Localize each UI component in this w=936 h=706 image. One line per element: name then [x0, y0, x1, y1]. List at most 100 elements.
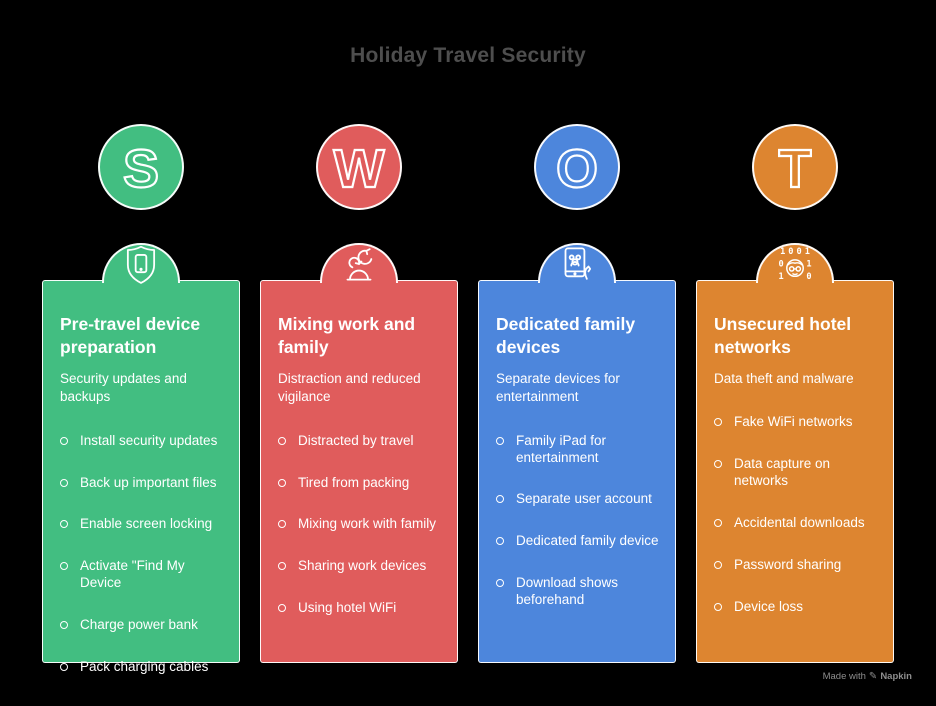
list-item-label: Tired from packing [298, 474, 410, 490]
bullet-ring-icon [60, 562, 68, 571]
opportunities-card-bump [538, 243, 616, 283]
letter-badge-s: S [98, 124, 184, 210]
svg-text:T: T [779, 139, 812, 199]
bullet-ring-icon [278, 604, 286, 613]
bullet-ring-icon [60, 520, 68, 529]
svg-text:1: 1 [805, 247, 810, 257]
list-item: Download shows beforehand [496, 575, 661, 609]
bullet-ring-icon [496, 579, 504, 588]
letter-o-outline: O [555, 138, 599, 200]
card-heading: Pre-travel device preparation [60, 314, 201, 358]
card-heading: Mixing work and family [278, 314, 416, 358]
strengths-card-bump [102, 243, 180, 284]
svg-text:1: 1 [780, 247, 785, 257]
bullet-ring-icon [714, 418, 722, 427]
card-subheading: Separate devices for entertainment [496, 371, 620, 405]
list-item: Tired from packing [278, 475, 443, 492]
card-heading: Unsecured hotel networks [714, 314, 852, 358]
list-item: Pack charging cables [60, 659, 225, 676]
bullet-ring-icon [496, 495, 504, 504]
list-item: Password sharing [714, 557, 879, 574]
svg-text:W: W [334, 139, 385, 199]
bullet-ring-icon [60, 436, 68, 445]
list-item-label: Dedicated family device [516, 533, 659, 549]
strengths-card: Pre-travel device preparation Security u… [42, 243, 240, 674]
bullet-ring-icon [60, 662, 68, 671]
shield-phone-icon [126, 245, 156, 284]
svg-text:0: 0 [778, 259, 783, 269]
card-subheading: Security updates and backups [60, 371, 187, 405]
swot-columns: S Pre-travel device preparation Security… [0, 124, 936, 674]
bullet-ring-icon [714, 519, 722, 528]
svg-text:S: S [123, 139, 159, 199]
svg-text:0: 0 [797, 247, 802, 257]
list-item-label: Distracted by travel [298, 432, 414, 448]
list-item: Back up important files [60, 475, 225, 492]
column-opportunities: O Dedicated family devices Separate devi… [478, 124, 676, 663]
letter-t-outline: T [777, 138, 812, 200]
bullet-ring-icon [278, 478, 286, 487]
list-item: Activate "Find My Device [60, 558, 225, 592]
work-family-swap-icon [346, 248, 373, 281]
list-item: Charge power bank [60, 617, 225, 634]
list-item-label: Pack charging cables [80, 658, 209, 674]
list-item: Using hotel WiFi [278, 600, 443, 617]
list-item-label: Install security updates [80, 432, 218, 448]
column-strengths: S Pre-travel device preparation Security… [42, 124, 240, 674]
bullet-ring-icon [714, 460, 722, 469]
page-title: Holiday Travel Security [350, 44, 586, 67]
opportunities-card: Dedicated family devices Separate device… [478, 243, 676, 663]
list-item-label: Sharing work devices [298, 558, 427, 574]
list-item-label: Password sharing [734, 556, 842, 572]
pen-icon: ✎ [868, 671, 878, 682]
list-item: Distracted by travel [278, 433, 443, 450]
watermark-brand: Napkin [880, 671, 912, 682]
list-item-label: Device loss [734, 598, 804, 614]
list-item-label: Using hotel WiFi [298, 600, 397, 616]
list-item-label: Download shows beforehand [516, 575, 619, 607]
list-item: Fake WiFi networks [714, 414, 879, 431]
list-item-label: Back up important files [80, 474, 217, 490]
weaknesses-card-bump [320, 243, 398, 283]
svg-text:1: 1 [806, 259, 811, 269]
column-weaknesses: W Mixing work and family Distraction and… [260, 124, 458, 663]
letter-s-outline: S [122, 138, 160, 200]
bullet-ring-icon [60, 621, 68, 629]
bullet-ring-icon [278, 520, 286, 529]
letter-w-outline: W [332, 138, 385, 200]
family-tablet-icon [564, 247, 592, 280]
letter-badge-w: W [316, 124, 402, 210]
bullet-ring-icon [496, 436, 504, 445]
list-item-label: Family iPad for entertainment [516, 432, 607, 465]
weaknesses-card: Mixing work and family Distraction and r… [260, 243, 458, 663]
list-item: Dedicated family device [496, 533, 661, 550]
watermark-prefix: Made with [822, 671, 866, 682]
list-item-label: Activate "Find My Device [80, 558, 185, 591]
list-item: Separate user account [496, 491, 661, 508]
list-item-label: Enable screen locking [80, 516, 213, 532]
letter-badge-o: O [534, 124, 620, 210]
list-item: Install security updates [60, 433, 225, 450]
bullet-ring-icon [60, 478, 68, 487]
list-item: Sharing work devices [278, 558, 443, 575]
card-heading: Dedicated family devices [496, 314, 636, 358]
napkin-watermark: Made with ✎ Napkin [823, 671, 912, 682]
bullet-ring-icon [278, 562, 286, 571]
list-item: Mixing work with family [278, 516, 443, 533]
letter-badge-t: T [752, 124, 838, 210]
list-item-label: Fake WiFi networks [734, 414, 853, 430]
list-item: Data capture on networks [714, 456, 879, 490]
list-item: Accidental downloads [714, 515, 879, 532]
list-item-label: Mixing work with family [298, 516, 437, 532]
list-item-label: Data capture on networks [734, 456, 831, 489]
card-subheading: Data theft and malware [714, 371, 854, 387]
list-item: Enable screen locking [60, 516, 225, 533]
